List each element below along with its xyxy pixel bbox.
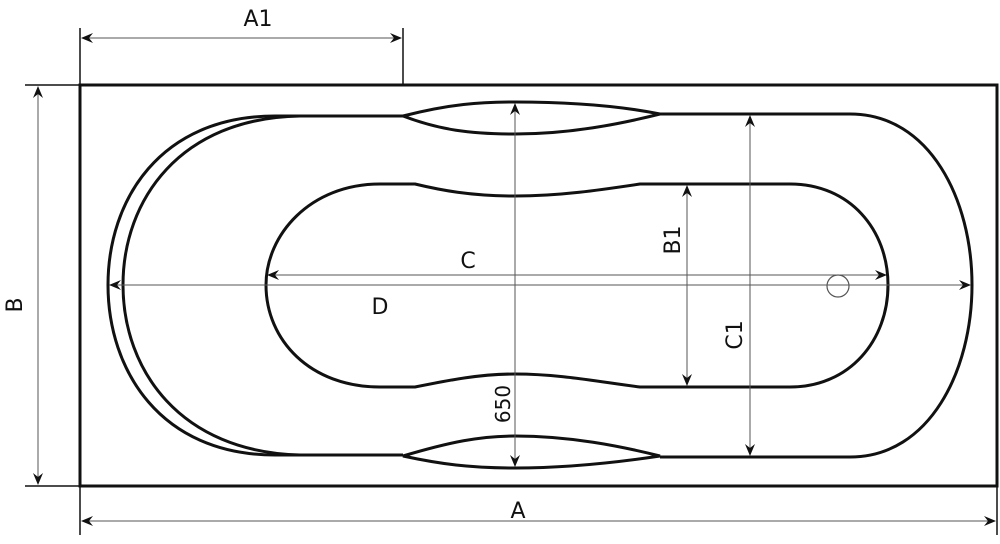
label-c1: C1	[723, 320, 748, 349]
bowl-bottom-contour	[264, 182, 890, 389]
label-d: D	[372, 295, 389, 320]
armrest-bottom	[402, 434, 661, 470]
bowl-outer-contour	[106, 114, 403, 457]
label-depth-650: 650	[491, 385, 515, 423]
label-b: B	[3, 297, 28, 312]
label-a: A	[510, 499, 525, 524]
label-a1: A1	[243, 7, 272, 32]
bowl-right-contour	[660, 112, 974, 459]
drain-icon	[826, 274, 850, 298]
armrest-top	[398, 100, 661, 136]
tub-outline-rect	[78, 83, 999, 488]
label-c: C	[460, 249, 475, 274]
extension-lines	[25, 28, 998, 535]
label-b1: B1	[661, 225, 686, 254]
